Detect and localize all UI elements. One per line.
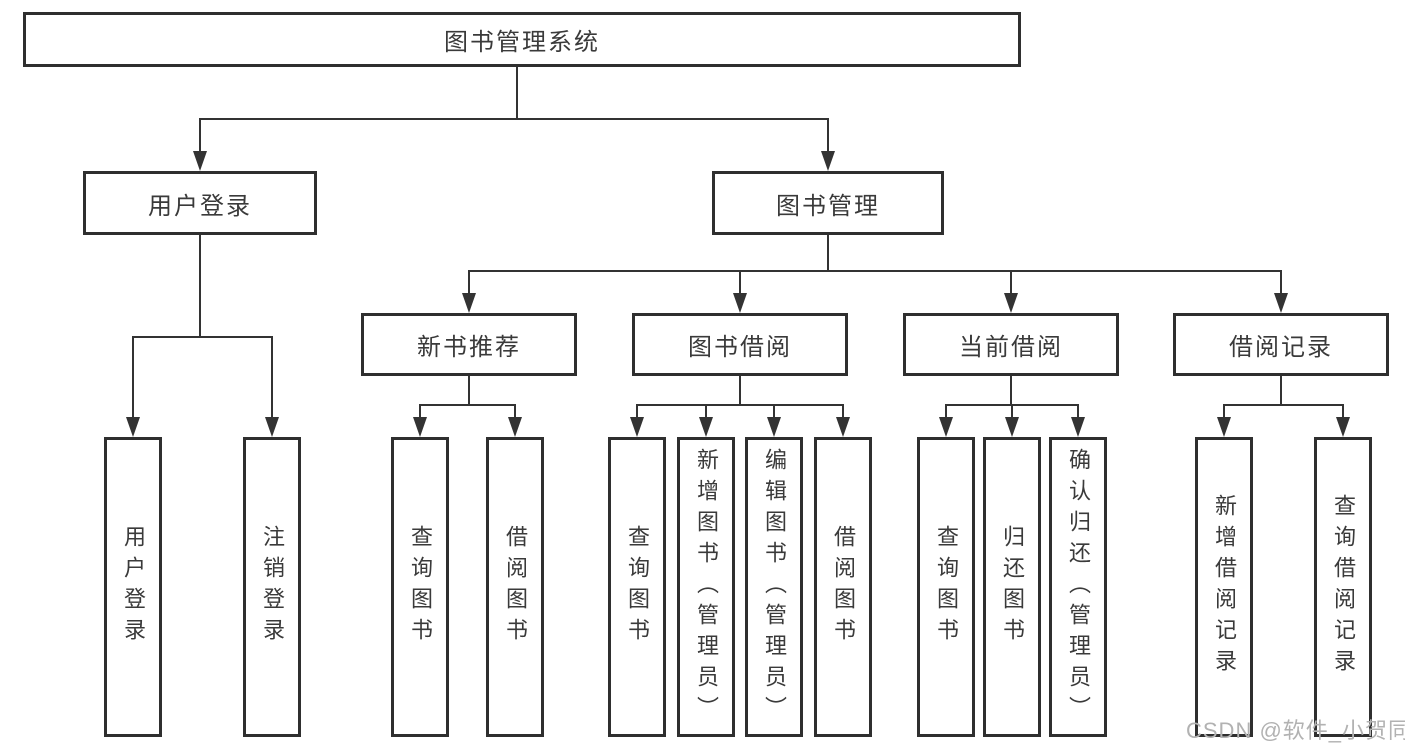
- connector-line: [199, 235, 201, 336]
- arrow-down-icon: [836, 417, 850, 437]
- connector-line: [945, 404, 947, 417]
- leaf-logout: 注销登录: [243, 437, 301, 737]
- arrow-down-icon: [413, 417, 427, 437]
- node-user-login: 用户登录: [83, 171, 317, 235]
- leaf-borrow-books: 借阅图书: [486, 437, 544, 737]
- connector-line: [132, 336, 134, 417]
- node-borrowing-records: 借阅记录: [1173, 313, 1389, 376]
- leaf-label: 注销登录: [260, 525, 285, 649]
- leaf-add-books-admin: 新增图书（管理员）: [677, 437, 735, 737]
- node-new-book-recommendation: 新书推荐: [361, 313, 577, 376]
- node-label: 新书推荐: [417, 334, 521, 361]
- connector-line: [419, 404, 516, 406]
- leaf-label: 查询借阅记录: [1331, 494, 1356, 680]
- node-label: 用户登录: [148, 192, 252, 220]
- leaf-label: 借阅图书: [831, 525, 856, 649]
- leaf-label: 确认归还（管理员）: [1066, 447, 1091, 727]
- node-label: 当前借阅: [959, 334, 1063, 361]
- connector-line: [514, 404, 516, 417]
- arrow-down-icon: [1336, 417, 1350, 437]
- node-library-management-system: 图书管理系统: [23, 12, 1021, 67]
- connector-line: [468, 270, 1282, 272]
- node-book-borrowing: 图书借阅: [632, 313, 848, 376]
- arrow-down-icon: [1004, 293, 1018, 313]
- leaf-query-books: 查询图书: [608, 437, 666, 737]
- leaf-label: 编辑图书（管理员）: [762, 447, 787, 727]
- arrow-down-icon: [1274, 293, 1288, 313]
- leaf-borrow-books: 借阅图书: [814, 437, 872, 737]
- connector-line: [516, 67, 518, 118]
- connector-line: [1010, 376, 1012, 404]
- leaf-user-login: 用户登录: [104, 437, 162, 737]
- connector-line: [199, 118, 201, 152]
- arrow-down-icon: [508, 417, 522, 437]
- arrow-down-icon: [699, 417, 713, 437]
- connector-line: [1280, 376, 1282, 404]
- connector-line: [199, 118, 829, 120]
- leaf-add-borrow-record: 新增借阅记录: [1195, 437, 1253, 737]
- leaf-label: 新增借阅记录: [1212, 494, 1237, 680]
- connector-line: [1280, 270, 1282, 293]
- arrow-down-icon: [939, 417, 953, 437]
- node-book-management: 图书管理: [712, 171, 944, 235]
- node-label: 图书管理: [776, 192, 880, 220]
- arrow-down-icon: [1005, 417, 1019, 437]
- arrow-down-icon: [462, 293, 476, 313]
- node-current-borrowing: 当前借阅: [903, 313, 1119, 376]
- arrow-down-icon: [126, 417, 140, 437]
- leaf-label: 查询图书: [934, 525, 959, 649]
- connector-line: [827, 118, 829, 152]
- connector-line: [1342, 404, 1344, 417]
- arrow-down-icon: [630, 417, 644, 437]
- node-label: 图书借阅: [688, 334, 792, 361]
- connector-line: [1223, 404, 1225, 417]
- connector-line: [827, 235, 829, 270]
- leaf-query-books: 查询图书: [391, 437, 449, 737]
- leaf-label: 查询图书: [408, 525, 433, 649]
- connector-line: [705, 404, 707, 417]
- connector-line: [468, 270, 470, 293]
- leaf-query-borrow-record: 查询借阅记录: [1314, 437, 1372, 737]
- leaf-label: 借阅图书: [503, 525, 528, 649]
- connector-line: [1223, 404, 1344, 406]
- connector-line: [1010, 270, 1012, 293]
- arrow-down-icon: [265, 417, 279, 437]
- arrow-down-icon: [1071, 417, 1085, 437]
- arrow-down-icon: [193, 151, 207, 171]
- leaf-return-books: 归还图书: [983, 437, 1041, 737]
- connector-line: [636, 404, 638, 417]
- connector-line: [132, 336, 273, 338]
- arrow-down-icon: [1217, 417, 1231, 437]
- connector-line: [636, 404, 844, 406]
- node-label: 图书管理系统: [444, 29, 600, 56]
- connector-line: [271, 336, 273, 417]
- connector-line: [419, 404, 421, 417]
- connector-line: [1011, 404, 1013, 417]
- connector-line: [1077, 404, 1079, 417]
- leaf-query-books: 查询图书: [917, 437, 975, 737]
- connector-line: [739, 376, 741, 404]
- csdn-watermark: CSDN @软件_小贺同学: [1186, 718, 1405, 743]
- leaf-edit-books-admin: 编辑图书（管理员）: [745, 437, 803, 737]
- connector-line: [773, 404, 775, 417]
- leaf-label: 用户登录: [121, 525, 146, 649]
- leaf-label: 新增图书（管理员）: [694, 447, 719, 727]
- arrow-down-icon: [767, 417, 781, 437]
- connector-line: [468, 376, 470, 404]
- connector-line: [739, 270, 741, 293]
- node-label: 借阅记录: [1229, 334, 1333, 361]
- leaf-label: 查询图书: [625, 525, 650, 649]
- arrow-down-icon: [733, 293, 747, 313]
- leaf-label: 归还图书: [1000, 525, 1025, 649]
- arrow-down-icon: [821, 151, 835, 171]
- connector-line: [842, 404, 844, 417]
- leaf-confirm-return-admin: 确认归还（管理员）: [1049, 437, 1107, 737]
